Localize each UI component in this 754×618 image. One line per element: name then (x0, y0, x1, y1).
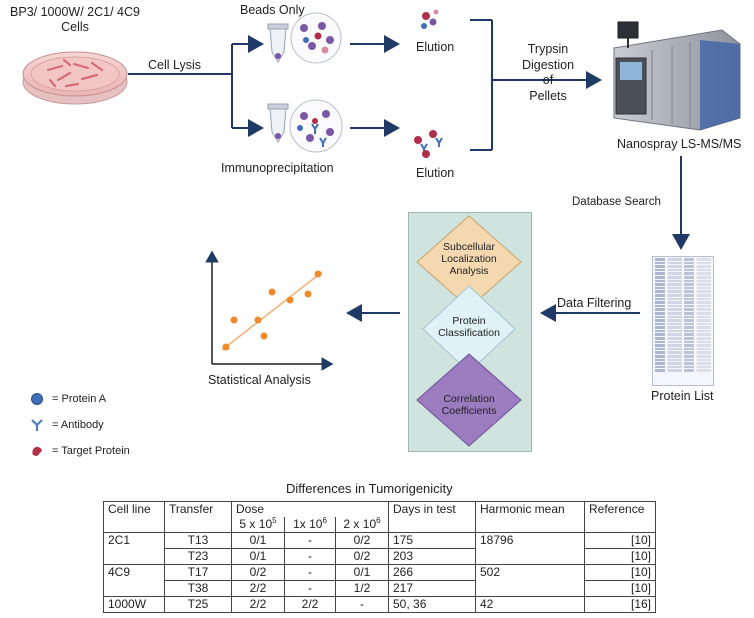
immunoprecipitation-label: Immunoprecipitation (221, 161, 334, 175)
analysis-diamonds (416, 215, 522, 447)
header-dose-2: 1x 106 (284, 517, 336, 533)
table-cell (475, 580, 585, 597)
table-cell: 502 (475, 564, 585, 581)
target-protein-icon (32, 446, 42, 456)
table-header-row-1: Cell line Transfer Dose Days in test Har… (103, 501, 656, 517)
legend-target-protein: = Target Protein (30, 444, 130, 458)
correlation-diamond (416, 353, 522, 447)
elution-bottom-label: Elution (416, 166, 455, 180)
nanospray-label: Nanospray LS-MS/MS (617, 137, 742, 151)
elution-top-label: Elution (416, 40, 455, 54)
table-cell: - (335, 596, 389, 613)
tumorigenicity-table: Cell line Transfer Dose Days in test Har… (103, 501, 656, 613)
table-cell: [16] (584, 596, 656, 613)
scatter-plot-icon (205, 250, 334, 371)
table-cell: 2/2 (231, 580, 285, 597)
table-cell: 1000W (103, 596, 165, 613)
table-cell: T13 (164, 532, 232, 549)
table-cell: 18796 (475, 532, 585, 549)
legend-protein-a-text: = Protein A (52, 393, 107, 405)
legend-target-protein-text: = Target Protein (52, 445, 130, 457)
table-cell (103, 580, 165, 597)
table-header-row-2: 5 x 105 1x 106 2 x 106 (103, 517, 656, 533)
protein-list-document (652, 256, 714, 386)
header-dose-3: 2 x 106 (335, 517, 389, 533)
header-harmonic: Harmonic mean (475, 501, 585, 517)
table-cell: 266 (388, 564, 476, 581)
elution-top-icon (421, 9, 439, 29)
cells-title: BP3/ 1000W/ 2C1/ 4C9 Cells (10, 5, 140, 34)
database-search-label: Database Search (572, 196, 661, 208)
table-cell: [10] (584, 580, 656, 597)
cell-lysis-label: Cell Lysis (148, 58, 202, 72)
table-cell (103, 548, 165, 565)
trypsin-label: Trypsin Digestion of Pellets (521, 42, 575, 103)
table-cell: [10] (584, 548, 656, 565)
legend-antibody-text: = Antibody (52, 419, 104, 431)
header-reference: Reference (584, 501, 656, 517)
table-cell: 4C9 (103, 564, 165, 581)
table-row: T38 2/2 - 1/2 217 [10] (103, 580, 656, 597)
protein-class-label: Protein Classification (438, 315, 500, 339)
legend-antibody: = Antibody (30, 418, 104, 432)
table-cell: - (284, 548, 336, 565)
mass-spectrometer-icon (613, 21, 741, 131)
table-cell (475, 548, 585, 565)
protein-a-icon (31, 393, 43, 405)
table-cell: - (284, 532, 336, 549)
table-cell: 50, 36 (388, 596, 476, 613)
antibody-icon (31, 419, 43, 431)
table-cell: 175 (388, 532, 476, 549)
table-row: T23 0/1 - 0/2 203 [10] (103, 548, 656, 565)
table-cell: 0/1 (335, 564, 389, 581)
table-cell: T23 (164, 548, 232, 565)
table-cell: 2/2 (231, 596, 285, 613)
petri-dish-icon (22, 51, 128, 105)
data-filtering-label: Data Filtering (557, 296, 632, 310)
tube-ip-icon (267, 103, 289, 143)
table-cell: T17 (164, 564, 232, 581)
ip-zoom-icon (289, 99, 343, 153)
header-dose-1: 5 x 105 (231, 517, 285, 533)
table-row: 2C1 T13 0/1 - 0/2 175 18796 [10] (103, 532, 656, 549)
table-cell: 203 (388, 548, 476, 565)
beads-zoom-icon (290, 12, 342, 64)
table-cell: - (284, 564, 336, 581)
table-cell: - (284, 580, 336, 597)
table-cell: [10] (584, 564, 656, 581)
table-cell: 0/2 (231, 564, 285, 581)
table-cell: 2/2 (284, 596, 336, 613)
table-cell: 42 (475, 596, 585, 613)
table-cell: T25 (164, 596, 232, 613)
header-transfer: Transfer (164, 501, 232, 517)
table-cell: 0/2 (335, 532, 389, 549)
header-cell-line: Cell line (103, 501, 165, 517)
correlation-label: Correlation Coefficients (441, 393, 497, 417)
table-row: 1000W T25 2/2 2/2 - 50, 36 42 [16] (103, 596, 656, 613)
statistical-analysis-label: Statistical Analysis (208, 373, 311, 387)
table-cell: [10] (584, 532, 656, 549)
tube-beads-icon (267, 23, 289, 63)
header-dose: Dose (231, 501, 389, 517)
table-cell: 0/1 (231, 532, 285, 549)
table-row: 4C9 T17 0/2 - 0/1 266 502 [10] (103, 564, 656, 581)
table-cell: 0/2 (335, 548, 389, 565)
table-title: Differences in Tumorigenicity (286, 481, 453, 496)
table-cell: 1/2 (335, 580, 389, 597)
table-cell: 217 (388, 580, 476, 597)
beads-only-label: Beads Only (240, 3, 305, 17)
table-cell: 0/1 (231, 548, 285, 565)
header-days: Days in test (388, 501, 476, 517)
table-cell: T38 (164, 580, 232, 597)
elution-bottom-icon (414, 130, 443, 158)
workflow-diagram (22, 9, 741, 371)
table-cell: 2C1 (103, 532, 165, 549)
protein-list-label: Protein List (651, 389, 714, 403)
subcellular-label: Subcellular Localization Analysis (441, 241, 497, 277)
legend-protein-a: = Protein A (30, 392, 106, 406)
